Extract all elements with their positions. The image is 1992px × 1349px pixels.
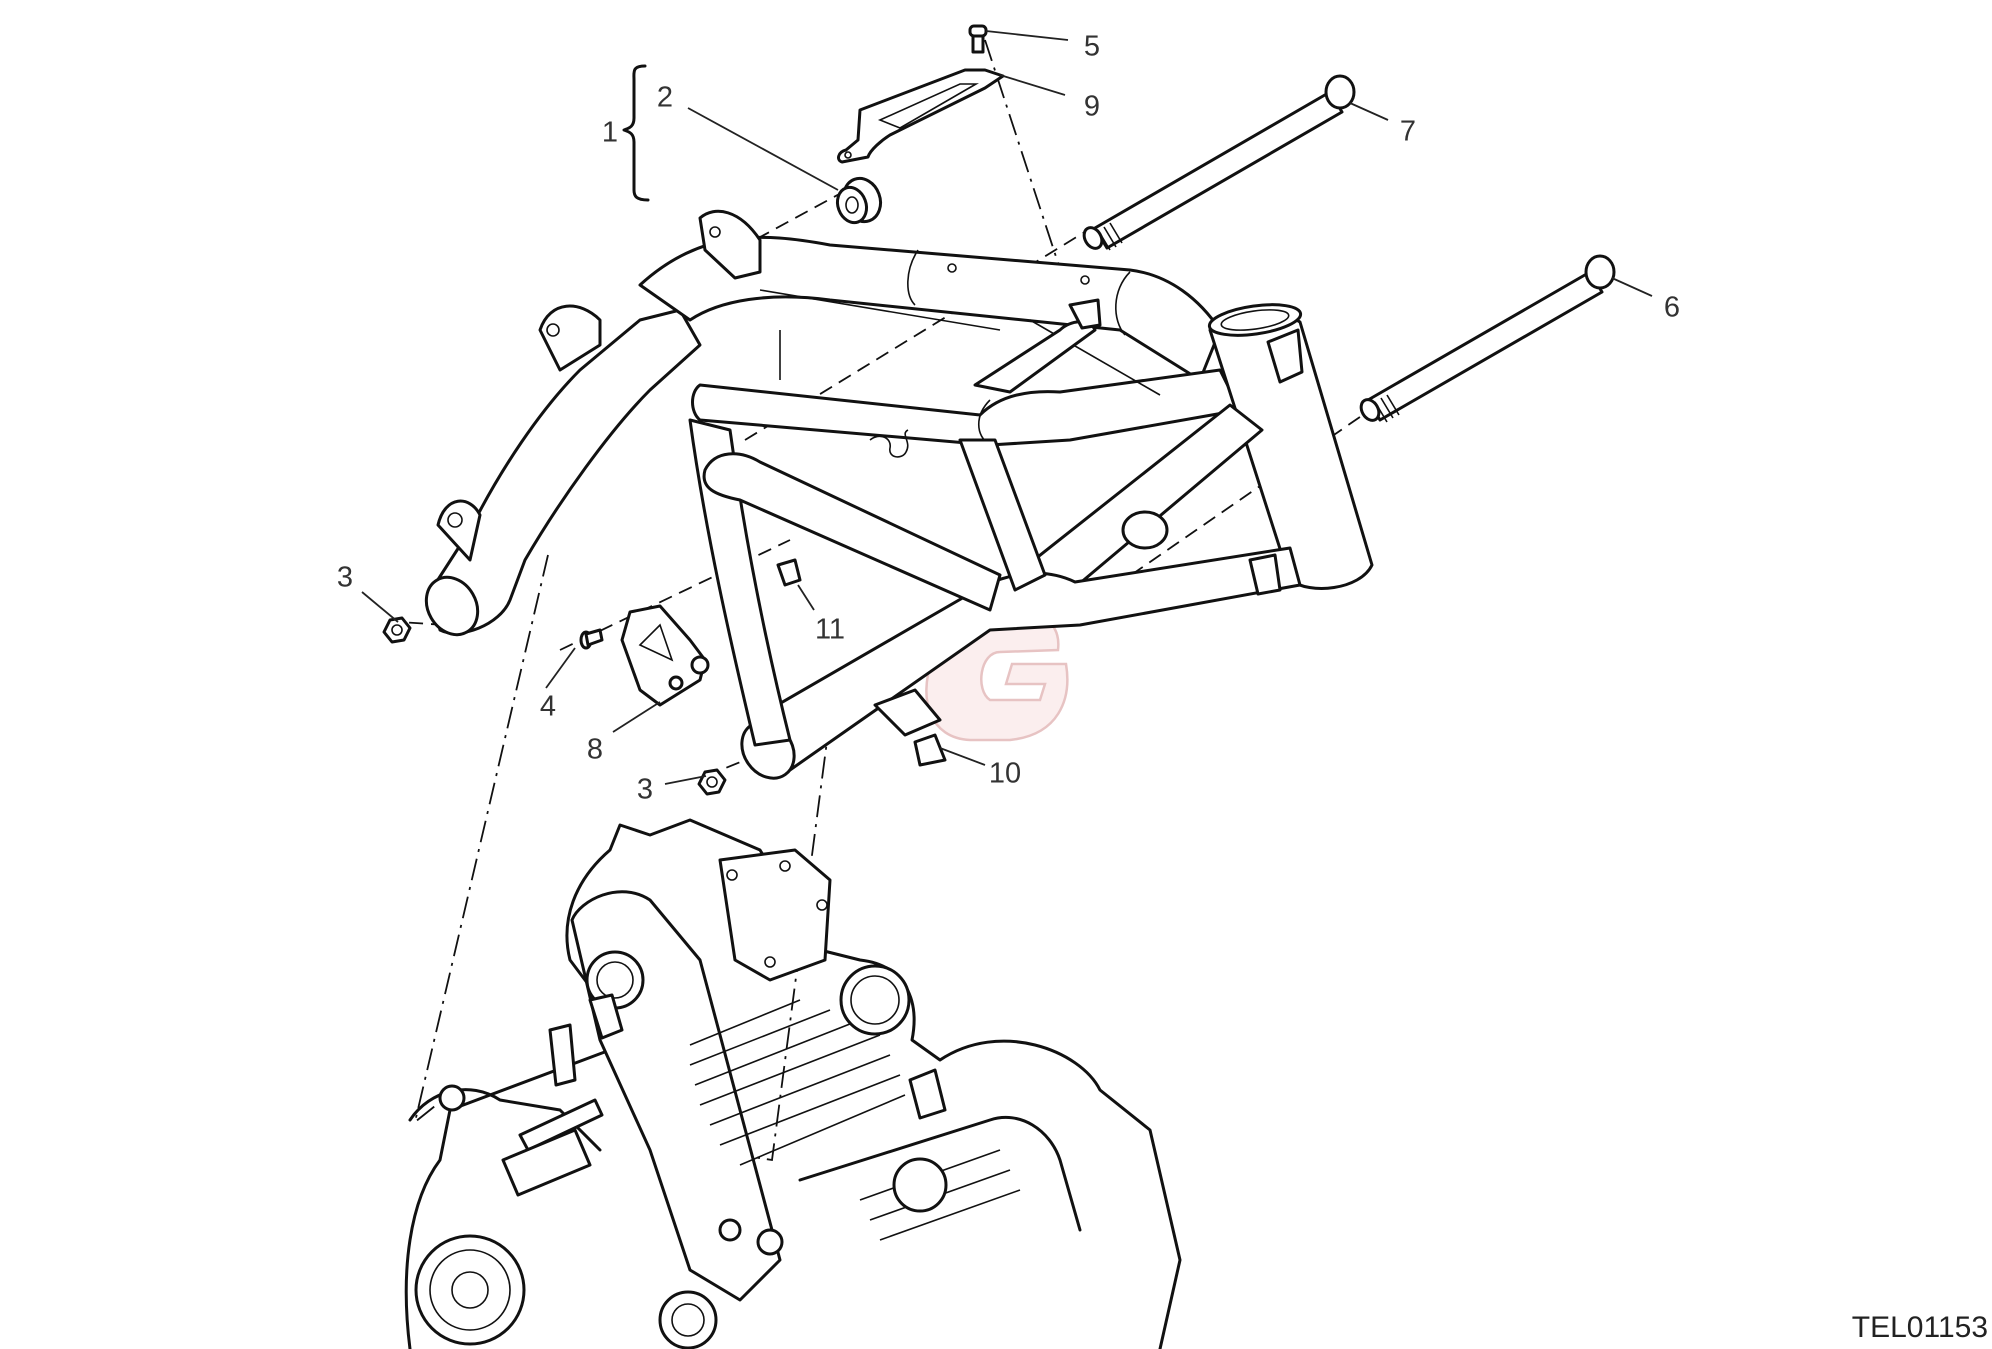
nut-3-lower (697, 768, 727, 796)
nut-3-left (382, 616, 412, 644)
long-bolt-6 (1359, 254, 1616, 423)
bracket-8 (620, 604, 710, 707)
callout-9: 9 (1083, 90, 1101, 123)
screw-5 (968, 24, 988, 54)
callout-1: 1 (601, 116, 619, 149)
callout-6: 6 (1663, 291, 1681, 324)
callout-3-left: 3 (336, 561, 354, 594)
screw-4 (579, 628, 604, 650)
callout-8: 8 (586, 733, 604, 766)
group-bracket-icon (622, 64, 650, 202)
callout-10: 10 (988, 757, 1022, 790)
bracket-9 (837, 68, 1005, 164)
callout-11: 11 (814, 613, 846, 646)
rubber-bush-2 (835, 176, 883, 225)
callout-leaders (361, 30, 1653, 785)
long-bolt-7 (1082, 74, 1356, 251)
callout-4: 4 (539, 690, 557, 723)
callout-3-lower: 3 (636, 773, 654, 806)
cylinder-fins (689, 999, 906, 1166)
callout-7: 7 (1399, 115, 1417, 148)
main-frame (424, 209, 1374, 780)
callout-2: 2 (656, 81, 674, 114)
drawing-code: TEL01153 (1851, 1311, 1988, 1344)
engine-assembly (404, 818, 1182, 1349)
callout-5: 5 (1083, 30, 1101, 63)
loose-parts (382, 24, 1616, 796)
